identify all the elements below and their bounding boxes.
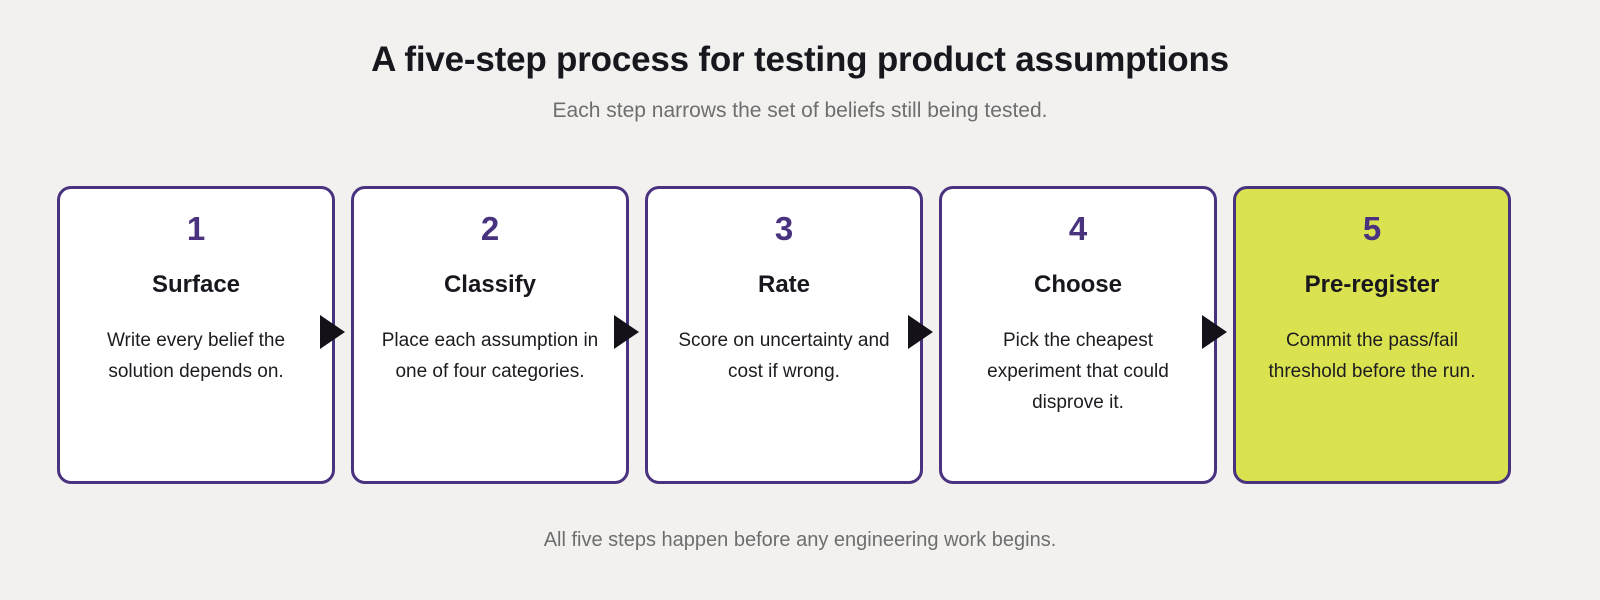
step-description: Write every belief the solution depends … <box>106 330 286 382</box>
arrow-right-triangle-icon <box>320 315 345 349</box>
step-card-2[interactable]: 2 Classify Place each assumption in one … <box>351 186 629 484</box>
arrow-right-triangle-icon <box>614 315 639 349</box>
arrow-right-triangle-icon <box>908 315 933 349</box>
step-title: Choose <box>1033 271 1122 299</box>
step-number: 3 <box>774 210 794 247</box>
step-description: Pick the cheapest experiment that could … <box>987 330 1169 413</box>
step-description: Place each assumption in one of four cat… <box>381 330 599 382</box>
step-number: 1 <box>186 210 206 247</box>
connector-gap-4 <box>1202 186 1233 484</box>
header: A five-step process for testing product … <box>0 40 1600 123</box>
footer-note: All five steps happen before any enginee… <box>543 529 1057 551</box>
step-title: Pre-register <box>1304 271 1440 299</box>
step-number: 4 <box>1068 210 1088 247</box>
step-card-1[interactable]: 1 Surface Write every belief the solutio… <box>57 186 335 484</box>
step-number: 2 <box>480 210 500 247</box>
connector-gap-1 <box>320 186 351 484</box>
connector-gap-2 <box>614 186 645 484</box>
step-number: 5 <box>1362 210 1382 247</box>
arrow-right-triangle-icon <box>1202 315 1227 349</box>
step-title: Classify <box>443 271 537 299</box>
process-steps-row: 1 Surface Write every belief the solutio… <box>57 186 1511 484</box>
step-title: Rate <box>757 271 811 299</box>
step-card-5[interactable]: 5 Pre-register Commit the pass/fail thre… <box>1233 186 1511 484</box>
step-description: Score on uncertainty and cost if wrong. <box>678 330 890 382</box>
step-description: Commit the pass/fail threshold before th… <box>1268 330 1476 382</box>
step-card-3[interactable]: 3 Rate Score on uncertainty and cost if … <box>645 186 923 484</box>
step-card-4[interactable]: 4 Choose Pick the cheapest experiment th… <box>939 186 1217 484</box>
connector-gap-3 <box>908 186 939 484</box>
page-title: A five-step process for testing product … <box>371 40 1229 79</box>
step-title: Surface <box>151 271 241 299</box>
page-subtitle: Each step narrows the set of beliefs sti… <box>552 99 1048 123</box>
